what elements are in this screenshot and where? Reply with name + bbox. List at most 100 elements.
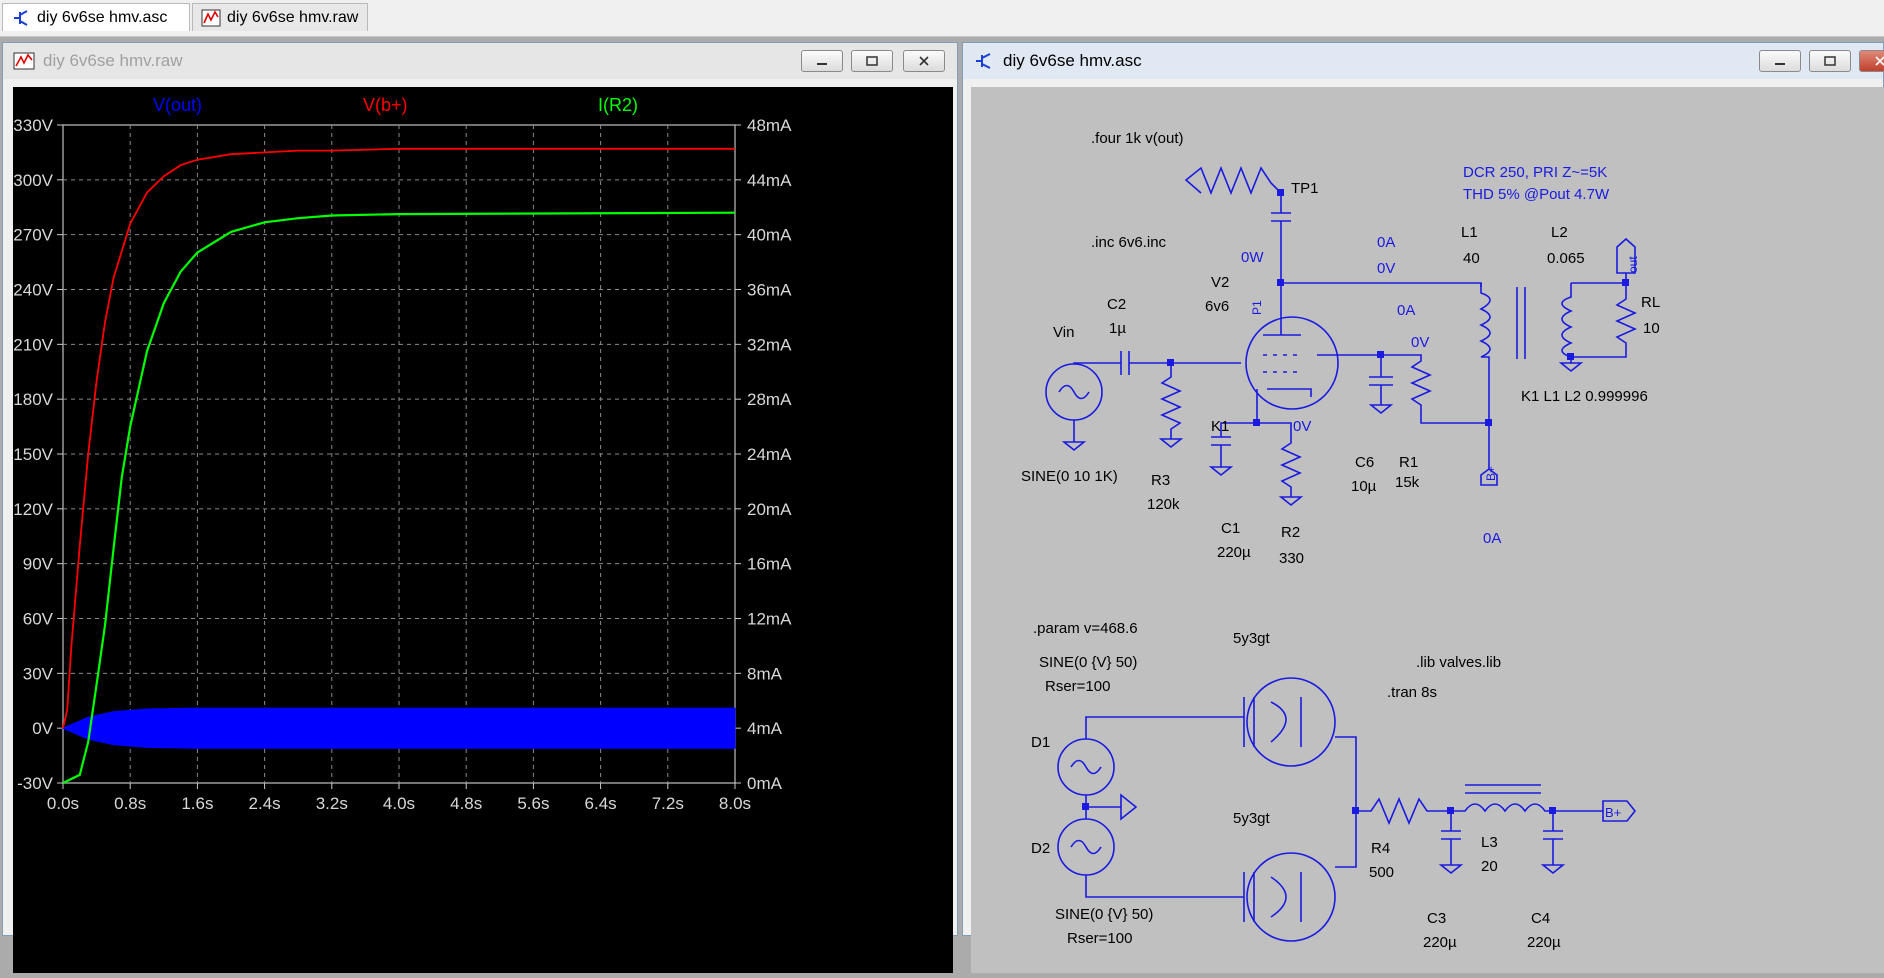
- l2-value: 0.065: [1547, 250, 1585, 267]
- close-icon: [919, 56, 929, 66]
- r1-value: 15k: [1395, 474, 1420, 491]
- probe-0v-3: 0V: [1293, 418, 1311, 435]
- c2-value: 1µ: [1109, 320, 1126, 337]
- y-tick-label: -30V: [17, 774, 54, 793]
- maximize-button[interactable]: [1809, 50, 1851, 72]
- r1-label: R1: [1399, 454, 1418, 471]
- v2-tube[interactable]: [1245, 316, 1339, 410]
- y2-tick-label: 24mA: [747, 445, 792, 464]
- waveform-icon: [201, 9, 221, 27]
- x-tick-label: 8.0s: [719, 794, 751, 813]
- tab-schematic-label: diy 6v6se hmv.asc: [37, 9, 168, 26]
- r3-label: R3: [1151, 472, 1170, 489]
- note-dcr[interactable]: DCR 250, PRI Z~=5K: [1463, 164, 1607, 181]
- l3-label: L3: [1481, 834, 1498, 851]
- y-tick-label: 300V: [13, 171, 53, 190]
- r2-value: 330: [1279, 550, 1304, 567]
- y-tick-label: 240V: [13, 281, 53, 300]
- y2-tick-label: 8mA: [747, 664, 783, 683]
- y-tick-label: 150V: [13, 445, 53, 464]
- x-tick-label: 0.0s: [47, 794, 79, 813]
- rl-label: RL: [1641, 294, 1660, 311]
- minimize-icon: [817, 63, 827, 65]
- bplus-flag-label: B+: [1484, 466, 1498, 481]
- close-button[interactable]: [1859, 50, 1884, 72]
- p1-label: P1: [1250, 300, 1264, 315]
- y2-tick-label: 12mA: [747, 610, 792, 629]
- tab-waveform[interactable]: diy 6v6se hmv.raw: [192, 3, 368, 31]
- r4-label: R4: [1371, 840, 1390, 857]
- k1-label: K1: [1211, 418, 1229, 435]
- lib-directive[interactable]: .lib valves.lib: [1416, 654, 1501, 671]
- x-tick-label: 3.2s: [316, 794, 348, 813]
- probe-0a-2: 0A: [1397, 302, 1415, 319]
- minimize-button[interactable]: [801, 50, 843, 72]
- y2-tick-label: 4mA: [747, 719, 783, 738]
- tp1-label: TP1: [1291, 180, 1319, 197]
- x-tick-label: 4.0s: [383, 794, 415, 813]
- waveform-icon: [13, 52, 35, 70]
- x-tick-label: 1.6s: [181, 794, 213, 813]
- d2-label: D2: [1031, 840, 1050, 857]
- vin-value: SINE(0 10 1K): [1021, 468, 1118, 485]
- legend-vout: V(out): [153, 95, 202, 115]
- maximize-button[interactable]: [851, 50, 893, 72]
- close-button[interactable]: [903, 50, 945, 72]
- tube-5y3gt-1[interactable]: [1246, 677, 1336, 767]
- y-tick-label: 90V: [23, 555, 54, 574]
- d1-value: SINE(0 {V} 50): [1039, 654, 1137, 671]
- x-tick-label: 5.6s: [517, 794, 549, 813]
- out-flag-label: out: [1626, 256, 1640, 273]
- probe-0w: 0W: [1241, 249, 1264, 266]
- r2-label: R2: [1281, 524, 1300, 541]
- c6-value: 10µ: [1351, 478, 1377, 495]
- schematic-titlebar[interactable]: diy 6v6se hmv.asc: [963, 43, 1884, 79]
- x-tick-label: 6.4s: [585, 794, 617, 813]
- schematic-drawing[interactable]: .four 1k v(out) .inc 6v6.inc .param v=46…: [971, 87, 1884, 973]
- series-vout-envelope: [61, 707, 736, 749]
- y-tick-label: 30V: [23, 664, 54, 683]
- tab-waveform-label: diy 6v6se hmv.raw: [227, 9, 359, 26]
- legend-vb: V(b+): [363, 95, 408, 115]
- tran-directive[interactable]: .tran 8s: [1387, 684, 1437, 701]
- param-directive[interactable]: .param v=468.6: [1033, 620, 1138, 637]
- minimize-button[interactable]: [1759, 50, 1801, 72]
- schematic-icon: [14, 10, 28, 26]
- bplus-psu-label: B+: [1605, 805, 1621, 820]
- probe-0a-3: 0A: [1483, 530, 1501, 547]
- series-vb-line: [62, 147, 735, 729]
- l2-label: L2: [1551, 224, 1568, 241]
- y-tick-label: 180V: [13, 390, 53, 409]
- tab-schematic[interactable]: diy 6v6se hmv.asc: [2, 3, 190, 31]
- schematic-window[interactable]: diy 6v6se hmv.asc: [962, 42, 1884, 973]
- coupling-directive[interactable]: K1 L1 L2 0.999996: [1521, 388, 1648, 405]
- v2-model-label: 6v6: [1205, 298, 1229, 315]
- y-tick-label: 120V: [13, 500, 53, 519]
- document-tab-bar: diy 6v6se hmv.asc diy 6v6se hmv.raw: [0, 0, 1884, 37]
- waveform-titlebar[interactable]: diy 6v6se hmv.raw: [3, 43, 957, 79]
- y-tick-label: 270V: [13, 226, 53, 245]
- tp1-resistor[interactable]: [1184, 165, 1282, 196]
- r3-value: 120k: [1147, 496, 1180, 513]
- maximize-icon: [866, 56, 878, 66]
- probe-0v-2: 0V: [1411, 334, 1429, 351]
- c4-label: C4: [1531, 910, 1550, 927]
- c1-label: C1: [1221, 520, 1240, 537]
- four-directive[interactable]: .four 1k v(out): [1091, 130, 1184, 147]
- schematic-canvas[interactable]: .four 1k v(out) .inc 6v6.inc .param v=46…: [971, 87, 1884, 973]
- tube-5y3gt-2[interactable]: [1246, 852, 1336, 942]
- y-tick-label: 60V: [23, 610, 54, 629]
- y2-tick-label: 48mA: [747, 116, 792, 135]
- legend-ir2: I(R2): [598, 95, 638, 115]
- inc-directive[interactable]: .inc 6v6.inc: [1091, 234, 1167, 251]
- y2-tick-label: 36mA: [747, 281, 792, 300]
- l1-label: L1: [1461, 224, 1478, 241]
- y-tick-label: 0V: [32, 719, 53, 738]
- note-thd[interactable]: THD 5% @Pout 4.7W: [1463, 186, 1610, 203]
- r4-value: 500: [1369, 864, 1394, 881]
- l3-value: 20: [1481, 858, 1498, 875]
- schematic-icon: [976, 53, 991, 69]
